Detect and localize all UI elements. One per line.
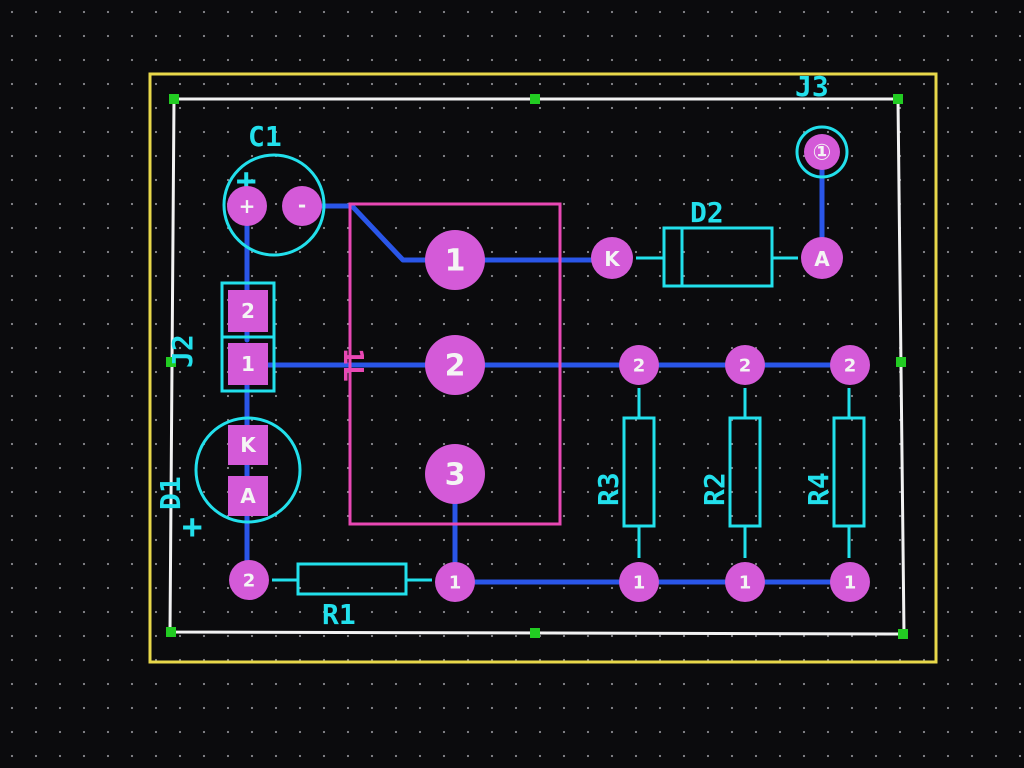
pad-r2-1 [725, 562, 765, 602]
label-j3: J3 [795, 70, 829, 103]
pad-j3-1 [804, 134, 840, 170]
handle-bottom-mid [530, 628, 540, 638]
j3-outline [795, 125, 849, 179]
pad-d2-k [591, 237, 633, 279]
label-d1: D1 [154, 476, 187, 510]
pad-c1-minus [282, 186, 322, 226]
pad-r4-2 [830, 345, 870, 385]
pad-label-d1-k: K [240, 433, 257, 457]
pad-label-c1-plus: + [239, 194, 256, 218]
pads[interactable] [227, 134, 870, 602]
pad-label-r3-1: 1 [633, 573, 646, 594]
pad-ic1-1 [425, 230, 485, 290]
pad-label-j3-1: ① [813, 141, 832, 166]
pad-r3-1 [619, 562, 659, 602]
pad-label-r4-2: 2 [844, 356, 857, 377]
pad-r4-1 [830, 562, 870, 602]
silkscreen-labels: J3 C1 D2 R1 + + J2 D1 R3 R2 R4 [154, 70, 835, 631]
pad-j2-2 [228, 290, 268, 332]
label-c1: C1 [248, 120, 282, 153]
pad-label-d2-k: K [604, 247, 621, 271]
label-plus-d1: + [182, 507, 202, 547]
pad-label-c1-minus: - [298, 193, 306, 217]
pad-label-j2-2: 2 [241, 299, 255, 323]
handle-top-mid [530, 94, 540, 104]
handle-top-left [169, 94, 179, 104]
label-r3: R3 [592, 472, 625, 506]
label-j2: J2 [166, 334, 199, 368]
pad-label-r1-2: 2 [243, 571, 256, 592]
handle-bottom-right [898, 629, 908, 639]
board-outline[interactable] [148, 72, 938, 664]
silkscreen[interactable] [194, 125, 866, 596]
pad-label-ic1-1: 1 [445, 244, 466, 279]
pad-d1-a [228, 476, 268, 516]
pad-r3-2 [619, 345, 659, 385]
pad-label-r4-1: 1 [844, 573, 857, 594]
label-d2: D2 [690, 196, 724, 229]
pad-label-r2-2: 2 [739, 356, 752, 377]
label-r1: R1 [322, 598, 356, 631]
handle-right-mid [896, 357, 906, 367]
pad-label-d2-a: A [814, 247, 830, 271]
pad-ic1-2 [425, 335, 485, 395]
pad-j2-1 [228, 343, 268, 385]
pad-d2-a [801, 237, 843, 279]
pad-label-ic1-3: 3 [445, 458, 466, 493]
pad-label-r3-2: 2 [633, 356, 646, 377]
pad-r1-1 [435, 562, 475, 602]
handle-left-mid [166, 357, 176, 367]
pad-label-r1-1: 1 [449, 573, 462, 594]
label-r4: R4 [802, 472, 835, 506]
c1-outline [222, 153, 326, 257]
label-r2: R2 [698, 472, 731, 506]
pad-label-r2-1: 1 [739, 573, 752, 594]
pad-r2-2 [725, 345, 765, 385]
pad-r1-2 [229, 560, 269, 600]
label-ic1: 1L [337, 348, 370, 382]
pad-label-j2-1: 1 [241, 352, 255, 376]
d1-outline [194, 416, 302, 524]
handle-top-right [893, 94, 903, 104]
handle-bottom-left [166, 627, 176, 637]
ic1-outline[interactable] [348, 202, 562, 526]
selection-handles[interactable] [166, 94, 908, 639]
pad-label-ic1-2: 2 [445, 349, 466, 384]
pad-label-d1-a: A [240, 484, 256, 508]
pad-d1-k [228, 425, 268, 465]
pad-ic1-3 [425, 444, 485, 504]
pad-c1-plus [227, 186, 267, 226]
pad-labels: + - 1 2 3 K A ① 2 1 K A 2 1 2 1 2 1 2 1 [239, 141, 857, 594]
